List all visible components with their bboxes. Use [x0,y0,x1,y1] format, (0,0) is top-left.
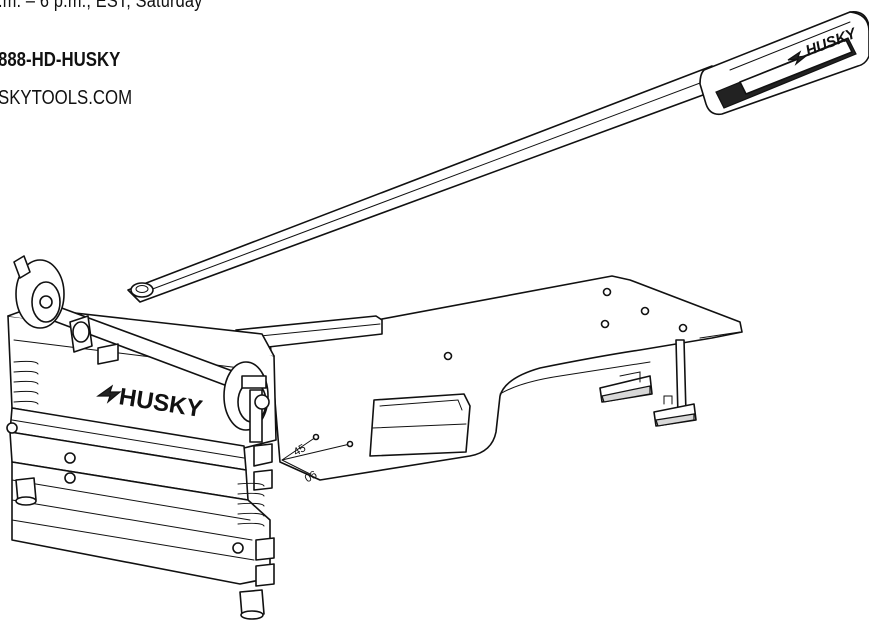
lever-arm [127,65,723,303]
roller-assembly [13,255,270,443]
husky-arrow-logo-icon [96,384,122,404]
angle-guide: 45 90 [281,433,354,484]
angle-mark-90: 90 [302,467,319,484]
angle-mark-45: 45 [292,442,309,459]
husky-arrow-logo-icon [787,50,809,66]
support-legs [599,339,697,427]
plate-window [369,393,471,457]
springs [13,360,265,527]
phone-number-text: 888-HD-HUSKY [0,49,121,71]
service-hours-text: .m. – 6 p.m., EST, Saturday [0,0,203,12]
website-text: SKYTOOLS.COM [0,87,133,109]
handle-grip: HUSKY [699,10,869,116]
feet [15,477,265,620]
cutter-head [6,307,277,587]
